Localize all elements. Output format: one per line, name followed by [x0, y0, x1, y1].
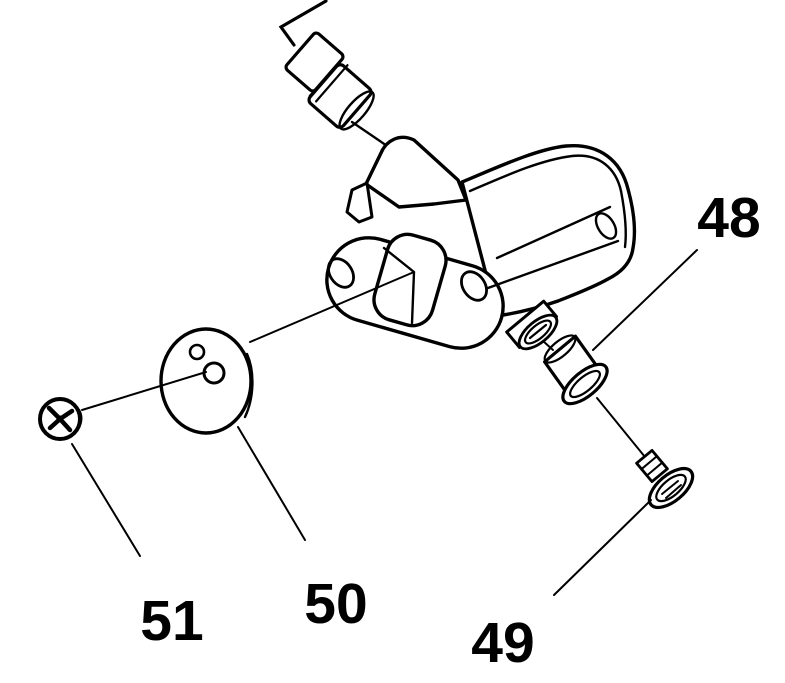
screw-51-head-side-edge	[76, 408, 83, 431]
part-50-disc	[159, 327, 254, 435]
body-inner-wall-line	[468, 154, 623, 193]
connector-band-line-1	[308, 58, 343, 97]
callout-label-49: 49	[471, 611, 534, 675]
screw-49-slot-mark-1	[661, 480, 679, 495]
bore-line-lower	[486, 239, 620, 290]
boss-to-bushing-axis-line	[542, 340, 554, 351]
disc-thickness-edge	[243, 352, 254, 419]
screw-49-thread-line-2	[646, 462, 663, 477]
fuel-line	[278, 0, 328, 47]
body-side-tab	[345, 181, 374, 224]
flange-bolt-hole-right	[460, 270, 488, 302]
connector-band-line-2	[315, 64, 349, 103]
flange-bolt-hole-left	[327, 257, 355, 289]
leader-line-50	[237, 426, 306, 541]
part-49-screw	[635, 449, 695, 510]
axis-line-screw51-to-disc	[81, 371, 207, 411]
disc-small-hole	[188, 343, 206, 361]
body-top-stub	[364, 135, 468, 209]
body-inner-right-line	[619, 189, 627, 249]
screw-49-flange-head	[647, 466, 695, 510]
fuel-line-connector	[284, 31, 398, 154]
screw-49-slot-mark-2	[665, 484, 682, 499]
callout-labels: 48 49 50 51	[140, 186, 760, 675]
bushing-flange	[561, 362, 609, 406]
part-48-bushing	[542, 334, 646, 458]
intake-port-opening	[372, 232, 448, 328]
leader-line-49	[553, 499, 652, 596]
boss-threaded-hole	[523, 319, 553, 345]
callout-leader-lines	[71, 249, 698, 596]
leader-line-51	[71, 443, 141, 557]
leader-line-48	[592, 249, 698, 351]
screw-49-head-inner-ring	[655, 473, 687, 503]
bushing-flange-inner-ring	[569, 369, 601, 399]
manifold-body	[325, 135, 637, 351]
fuel-line-path	[278, 0, 328, 47]
assembly-axis-lines	[81, 271, 415, 411]
part-51-screw	[38, 397, 83, 441]
callout-label-48: 48	[697, 186, 760, 250]
screw-49-thread-line-1	[641, 456, 657, 470]
bore-exit-hole	[594, 212, 618, 240]
callout-label-50: 50	[304, 572, 367, 636]
screw-51-recess-center	[56, 415, 64, 423]
body-barrel	[460, 144, 637, 318]
bushing-to-screw-axis-line	[596, 397, 646, 458]
axis-line-disc-to-body	[249, 271, 415, 343]
bore-line-upper	[495, 205, 612, 260]
boss-slot-line	[528, 323, 548, 340]
connector-end-face	[338, 90, 375, 131]
callout-label-51: 51	[140, 589, 203, 653]
bushing-top-face	[543, 334, 577, 364]
